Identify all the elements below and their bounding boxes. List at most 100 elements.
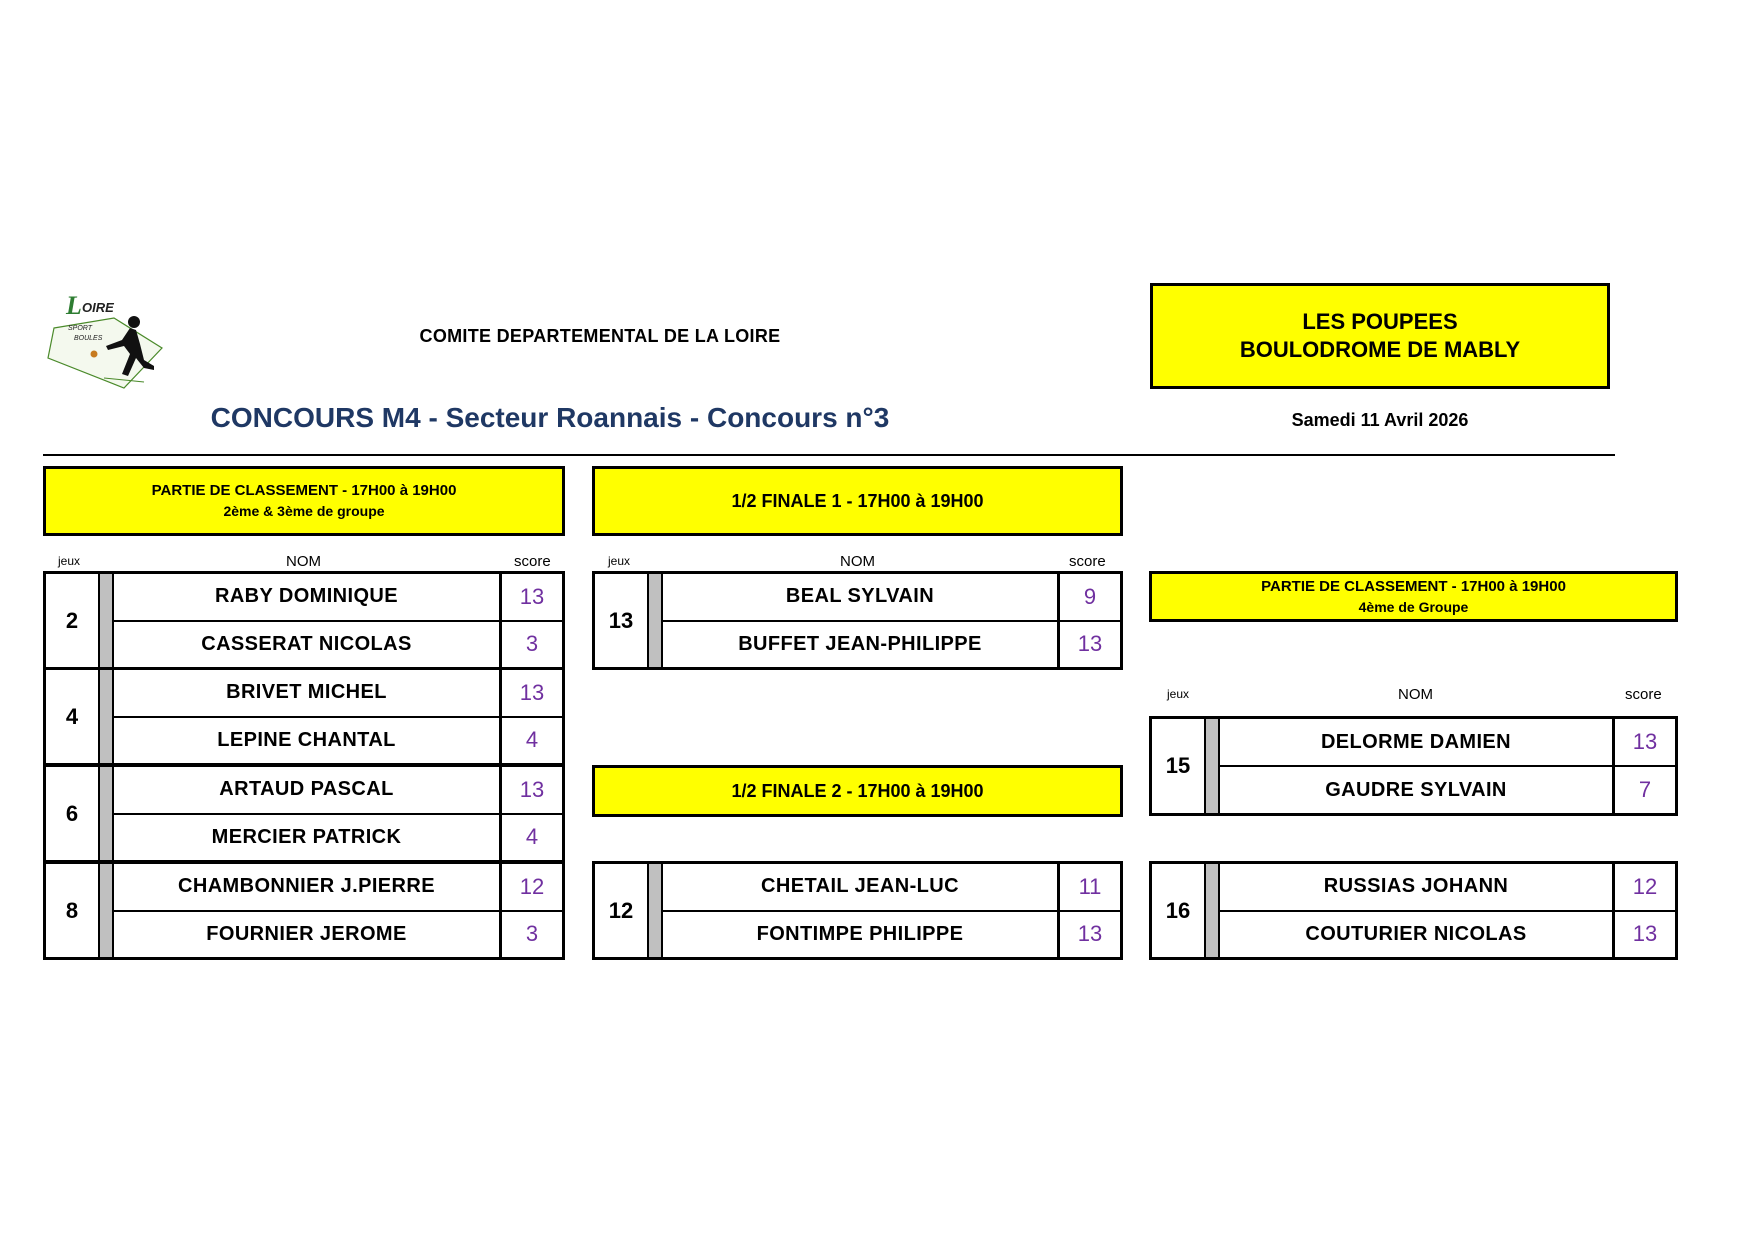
- jeu-number: 16: [1165, 897, 1191, 923]
- committee-name: COMITE DEPARTEMENTAL DE LA LOIRE: [419, 326, 781, 346]
- col1-header-score: score: [514, 553, 551, 570]
- team-name: LEPINE CHANTAL: [217, 728, 396, 751]
- svg-text:SPORT: SPORT: [68, 325, 93, 332]
- team-row: CHETAIL JEAN-LUC 11: [663, 864, 1120, 912]
- jeu-number: 12: [608, 897, 634, 923]
- jeu-number: 13: [608, 607, 634, 633]
- col3-header-score: score: [1625, 686, 1662, 703]
- team-row: ARTAUD PASCAL 13: [114, 767, 562, 815]
- team-score: 13: [499, 767, 562, 813]
- col3-banner-subtitle: 4ème de Groupe: [1358, 598, 1469, 615]
- team-score: 4: [499, 717, 562, 763]
- match-table: 15 DELORME DAMIEN 13 GAUDRE SYLVAIN 7: [1149, 716, 1678, 816]
- match-table: 6 ARTAUD PASCAL 13 MERCIER PATRICK 4: [43, 764, 565, 863]
- team-row: BEAL SYLVAIN 9: [663, 574, 1120, 622]
- team-name: FONTIMPE PHILIPPE: [756, 922, 964, 945]
- col3-banner: PARTIE DE CLASSEMENT - 17H00 à 19H00 4èm…: [1149, 571, 1678, 622]
- team-row: CASSERAT NICOLAS 3: [114, 621, 562, 667]
- team-score: 13: [1057, 911, 1120, 957]
- team-row: GAUDRE SYLVAIN 7: [1220, 767, 1675, 813]
- separator-stripe: [1204, 719, 1220, 813]
- team-row: FONTIMPE PHILIPPE 13: [663, 911, 1120, 957]
- jeu-number: 8: [65, 897, 79, 923]
- col1-banner-title: PARTIE DE CLASSEMENT - 17H00 à 19H00: [151, 482, 457, 499]
- page-title: CONCOURS M4 - Secteur Roannais - Concour…: [210, 402, 890, 433]
- separator-stripe: [98, 574, 114, 667]
- separator-stripe: [98, 670, 114, 763]
- col2-header-nom: NOM: [840, 553, 875, 570]
- col3-header-nom: NOM: [1398, 686, 1433, 703]
- venue-box: LES POUPEES BOULODROME DE MABLY: [1150, 283, 1610, 389]
- team-name: BUFFET JEAN-PHILIPPE: [738, 632, 982, 655]
- team-row: COUTURIER NICOLAS 13: [1220, 911, 1675, 957]
- svg-text:OIRE: OIRE: [82, 300, 114, 315]
- event-date: Samedi 11 Avril 2026: [1291, 410, 1469, 430]
- team-name: ARTAUD PASCAL: [219, 778, 394, 801]
- separator-stripe: [647, 864, 663, 957]
- team-name: CHETAIL JEAN-LUC: [761, 875, 959, 898]
- semi-final-2-banner: 1/2 FINALE 2 - 17H00 à 19H00: [592, 765, 1123, 817]
- team-score: 13: [499, 574, 562, 620]
- match-table: 12 CHETAIL JEAN-LUC 11 FONTIMPE PHILIPPE…: [592, 861, 1123, 960]
- team-row: RUSSIAS JOHANN 12: [1220, 864, 1675, 912]
- team-name: DELORME DAMIEN: [1320, 730, 1512, 753]
- col3-header-jeux: jeux: [1167, 687, 1190, 701]
- team-score: 3: [499, 621, 562, 667]
- team-score: 4: [499, 814, 562, 860]
- jeu-number: 4: [65, 703, 79, 729]
- col1-banner-subtitle: 2ème & 3ème de groupe: [223, 503, 385, 519]
- team-row: MERCIER PATRICK 4: [114, 814, 562, 860]
- team-score: 3: [499, 911, 562, 957]
- jeu-number: 2: [65, 607, 79, 633]
- match-table: 2 RABY DOMINIQUE 13 CASSERAT NICOLAS 3: [43, 571, 565, 670]
- separator-stripe: [1204, 864, 1220, 957]
- col2-header-score: score: [1069, 553, 1106, 570]
- semi-final-1-banner: 1/2 FINALE 1 - 17H00 à 19H00: [592, 466, 1123, 536]
- team-row: BRIVET MICHEL 13: [114, 670, 562, 718]
- team-row: CHAMBONNIER J.PIERRE 12: [114, 864, 562, 912]
- venue-location: BOULODROME DE MABLY: [1239, 337, 1521, 362]
- semi-final-1-title: 1/2 FINALE 1 - 17H00 à 19H00: [731, 490, 984, 511]
- col2-header-jeux: jeux: [608, 554, 631, 568]
- team-score: 9: [1057, 574, 1120, 620]
- team-score: 7: [1612, 767, 1675, 813]
- match-table: 8 CHAMBONNIER J.PIERRE 12 FOURNIER JEROM…: [43, 861, 565, 960]
- team-score: 12: [1612, 864, 1675, 910]
- team-row: BUFFET JEAN-PHILIPPE 13: [663, 621, 1120, 667]
- team-score: 13: [499, 670, 562, 716]
- team-row: FOURNIER JEROME 3: [114, 911, 562, 957]
- separator-stripe: [98, 767, 114, 860]
- team-name: BRIVET MICHEL: [226, 681, 387, 704]
- team-score: 13: [1057, 621, 1120, 667]
- col1-header-nom: NOM: [286, 553, 321, 570]
- loire-sport-boules-logo: L OIRE SPORT BOULES: [44, 288, 168, 392]
- jeu-number: 6: [65, 800, 79, 826]
- svg-text:L: L: [65, 291, 82, 320]
- team-name: FOURNIER JEROME: [206, 922, 407, 945]
- svg-text:BOULES: BOULES: [74, 335, 103, 342]
- col3-banner-title: PARTIE DE CLASSEMENT - 17H00 à 19H00: [1261, 577, 1566, 595]
- separator-stripe: [647, 574, 663, 667]
- team-name: BEAL SYLVAIN: [785, 585, 935, 608]
- team-name: CHAMBONNIER J.PIERRE: [178, 875, 435, 898]
- semi-final-2-title: 1/2 FINALE 2 - 17H00 à 19H00: [731, 780, 984, 801]
- team-score: 13: [1612, 719, 1675, 765]
- team-name: RABY DOMINIQUE: [214, 585, 399, 608]
- team-name: COUTURIER NICOLAS: [1305, 922, 1527, 945]
- team-score: 13: [1612, 911, 1675, 957]
- header-divider: [43, 454, 1615, 456]
- jeu-number: 15: [1165, 753, 1191, 778]
- match-table: 13 BEAL SYLVAIN 9 BUFFET JEAN-PHILIPPE 1…: [592, 571, 1123, 670]
- team-row: LEPINE CHANTAL 4: [114, 717, 562, 763]
- col1-banner: PARTIE DE CLASSEMENT - 17H00 à 19H00 2èm…: [43, 466, 565, 536]
- team-name: RUSSIAS JOHANN: [1323, 875, 1509, 898]
- col1-header-jeux: jeux: [58, 554, 81, 568]
- team-row: DELORME DAMIEN 13: [1220, 719, 1675, 767]
- team-score: 12: [499, 864, 562, 910]
- team-row: RABY DOMINIQUE 13: [114, 574, 562, 622]
- team-score: 11: [1057, 864, 1120, 910]
- boules-player-icon: L OIRE SPORT BOULES: [47, 291, 163, 389]
- match-table: 4 BRIVET MICHEL 13 LEPINE CHANTAL 4: [43, 667, 565, 766]
- team-name: CASSERAT NICOLAS: [201, 632, 412, 655]
- team-name: GAUDRE SYLVAIN: [1325, 778, 1507, 801]
